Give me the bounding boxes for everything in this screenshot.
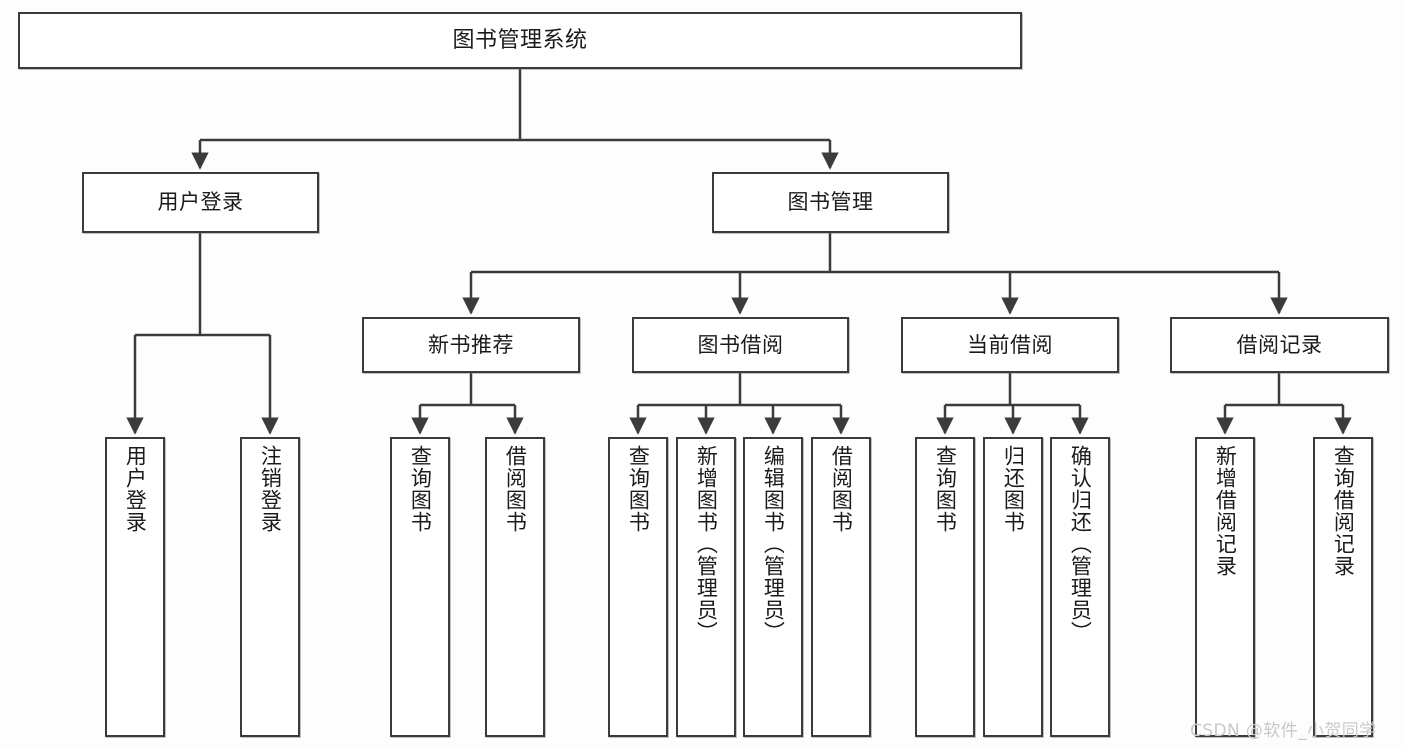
node-leaf-query-book-label: 查询图书 [626, 445, 651, 533]
node-leaf-borrow-book-rec-label: 借阅图书 [503, 445, 528, 533]
node-leaf-edit-book-label: 编辑图书（管理员） [761, 445, 786, 643]
node-leaf-user-logout-label: 注销登录 [258, 445, 283, 533]
node-leaf-add-book[interactable]: 新增图书（管理员） [676, 437, 736, 737]
node-leaf-user-logout[interactable]: 注销登录 [240, 437, 300, 737]
node-leaf-add-record[interactable]: 新增借阅记录 [1195, 437, 1255, 737]
node-current-borrow-label: 当前借阅 [967, 332, 1053, 357]
node-book-borrow[interactable]: 图书借阅 [632, 317, 849, 373]
node-leaf-add-record-label: 新增借阅记录 [1213, 445, 1238, 577]
node-new-book-recommend[interactable]: 新书推荐 [362, 317, 580, 373]
node-leaf-return-book-label: 归还图书 [1001, 445, 1026, 533]
node-borrow-record[interactable]: 借阅记录 [1170, 317, 1389, 373]
node-user-login[interactable]: 用户登录 [82, 172, 319, 233]
node-book-borrow-label: 图书借阅 [697, 332, 784, 357]
node-leaf-query-record[interactable]: 查询借阅记录 [1313, 437, 1373, 737]
csdn-watermark: CSDN @软件_小贺同学 [1190, 721, 1377, 741]
node-leaf-query-book-rec[interactable]: 查询图书 [390, 437, 450, 737]
node-leaf-add-book-label: 新增图书（管理员） [694, 445, 719, 643]
node-user-login-label: 用户登录 [157, 190, 244, 215]
node-leaf-confirm-return-label: 确认归还（管理员） [1068, 445, 1093, 643]
node-new-book-recommend-label: 新书推荐 [428, 332, 514, 357]
node-leaf-confirm-return[interactable]: 确认归还（管理员） [1050, 437, 1110, 737]
node-root-label: 图书管理系统 [452, 27, 588, 53]
node-leaf-borrow-book[interactable]: 借阅图书 [811, 437, 871, 737]
node-leaf-user-login-label: 用户登录 [123, 445, 148, 533]
node-leaf-edit-book[interactable]: 编辑图书（管理员） [743, 437, 803, 737]
node-leaf-borrow-book-rec[interactable]: 借阅图书 [485, 437, 545, 737]
node-leaf-user-login[interactable]: 用户登录 [105, 437, 165, 737]
node-leaf-query-book-cur-label: 查询图书 [933, 445, 958, 533]
node-leaf-query-book-cur[interactable]: 查询图书 [915, 437, 975, 737]
node-leaf-query-record-label: 查询借阅记录 [1331, 445, 1356, 577]
node-leaf-borrow-book-label: 借阅图书 [829, 445, 854, 533]
node-borrow-record-label: 借阅记录 [1236, 332, 1323, 357]
node-leaf-query-book-rec-label: 查询图书 [408, 445, 433, 533]
node-book-manage[interactable]: 图书管理 [712, 172, 949, 233]
node-leaf-return-book[interactable]: 归还图书 [983, 437, 1043, 737]
node-book-manage-label: 图书管理 [787, 190, 874, 215]
node-root[interactable]: 图书管理系统 [18, 12, 1022, 69]
node-current-borrow[interactable]: 当前借阅 [901, 317, 1119, 373]
node-leaf-query-book[interactable]: 查询图书 [608, 437, 668, 737]
